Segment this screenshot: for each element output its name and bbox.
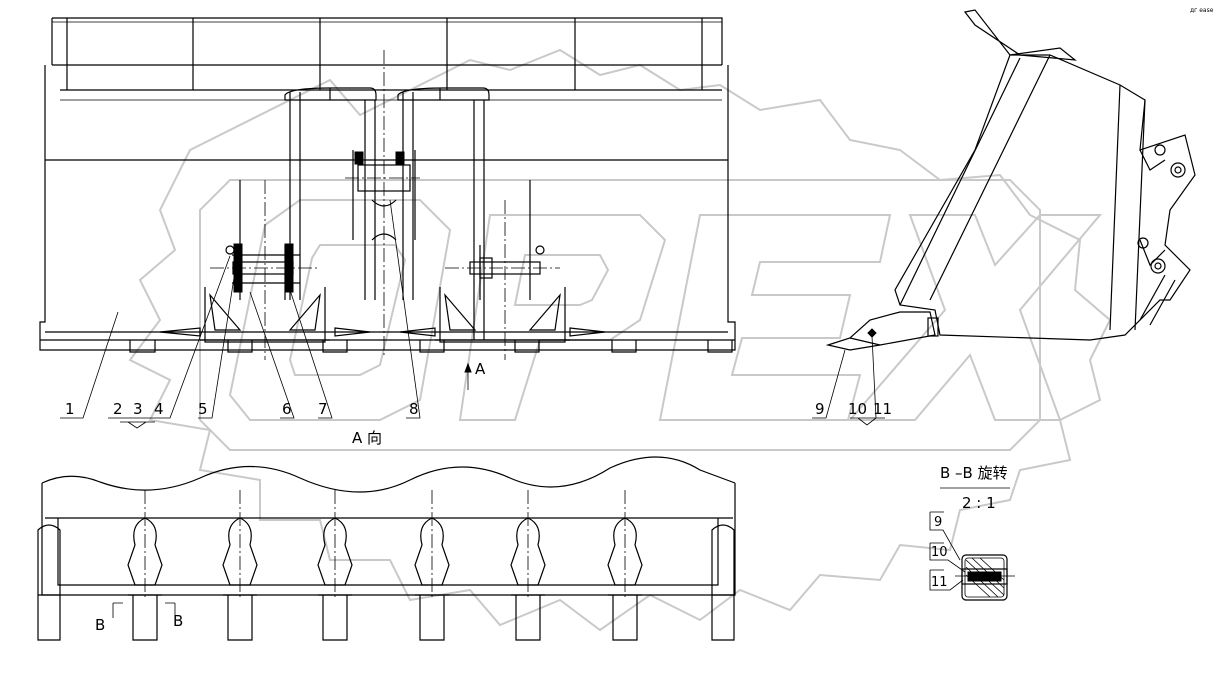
callout-3: 3 [133, 400, 143, 418]
bucket-bottom-view [37, 456, 736, 641]
tooth-4 [414, 490, 450, 641]
section-b-marker-right: B [173, 612, 183, 630]
callout-4: 4 [154, 400, 164, 418]
corner-mark: дг ease [1190, 7, 1214, 14]
section-b-callout-11: 11 [931, 575, 948, 590]
section-b-markers [112, 602, 176, 618]
section-b-marker-left: B [95, 616, 105, 634]
callout-11: 11 [873, 400, 892, 418]
section-b-title: B –B 旋转 [940, 464, 1008, 482]
tooth-1 [127, 490, 163, 641]
tooth-5 [510, 490, 546, 641]
bucket-side-view [825, 9, 1196, 351]
section-b-scale: 2 : 1 [962, 494, 996, 512]
callout-9: 9 [815, 400, 825, 418]
view-a-arrow [464, 362, 472, 390]
callout-leaders [60, 199, 421, 429]
callout-2: 2 [113, 400, 123, 418]
tooth-3 [317, 490, 353, 641]
callout-10: 10 [848, 400, 867, 418]
callout-7: 7 [318, 400, 328, 418]
view-a-arrow-label: A [475, 360, 486, 378]
view-a-title: A 向 [352, 429, 382, 447]
tooth-2 [222, 490, 258, 641]
bucket-front-view [39, 17, 736, 360]
section-b-callout-10: 10 [931, 545, 948, 560]
callout-leaders-side [812, 335, 885, 426]
callout-8: 8 [409, 400, 419, 418]
callout-5: 5 [198, 400, 208, 418]
section-b-detail [929, 511, 1015, 601]
callout-6: 6 [282, 400, 292, 418]
callout-1: 1 [65, 400, 75, 418]
section-b-callout-9: 9 [934, 515, 942, 530]
tooth-6 [607, 490, 643, 641]
